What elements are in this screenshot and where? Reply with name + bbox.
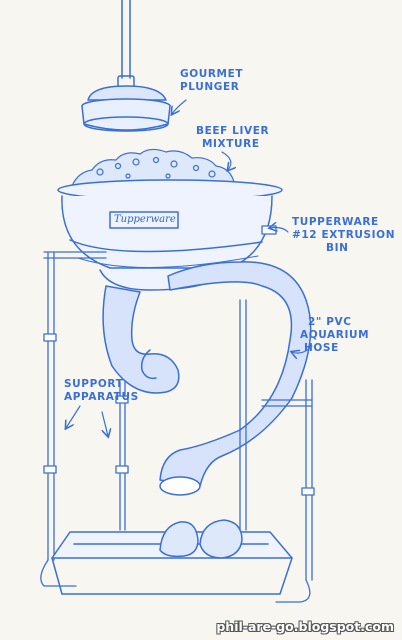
arrow-icon [221, 151, 231, 170]
label-support-apparatus: SUPPORT APPARATUS [64, 378, 139, 403]
label-beef-liver-mixture: BEEF LIVER MIXTURE [196, 125, 270, 150]
aquarium-hose-drawing [102, 261, 312, 496]
label-aquarium-hose: 2" PVC AQUARIUM HOSE [300, 316, 370, 354]
tupperware-brand-label: Tupperware [114, 214, 176, 225]
arrow-icon [172, 99, 187, 114]
label-extrusion-bin: TUPPERWARE #12 EXTRUSION BIN [292, 216, 396, 254]
collection-tray-drawing [51, 519, 293, 595]
plunger-drawing [81, 0, 171, 132]
arrow-icon [270, 228, 289, 233]
arrow-icon [101, 411, 108, 436]
support-apparatus-drawing [40, 225, 315, 603]
liver-mixture-drawing [71, 148, 235, 187]
label-gourmet-plunger: GOURMET PLUNGER [180, 68, 244, 93]
arrow-icon [292, 345, 313, 353]
blog-watermark: phil-are-go.blogspot.com [216, 619, 394, 634]
arrow-icon [66, 405, 81, 428]
